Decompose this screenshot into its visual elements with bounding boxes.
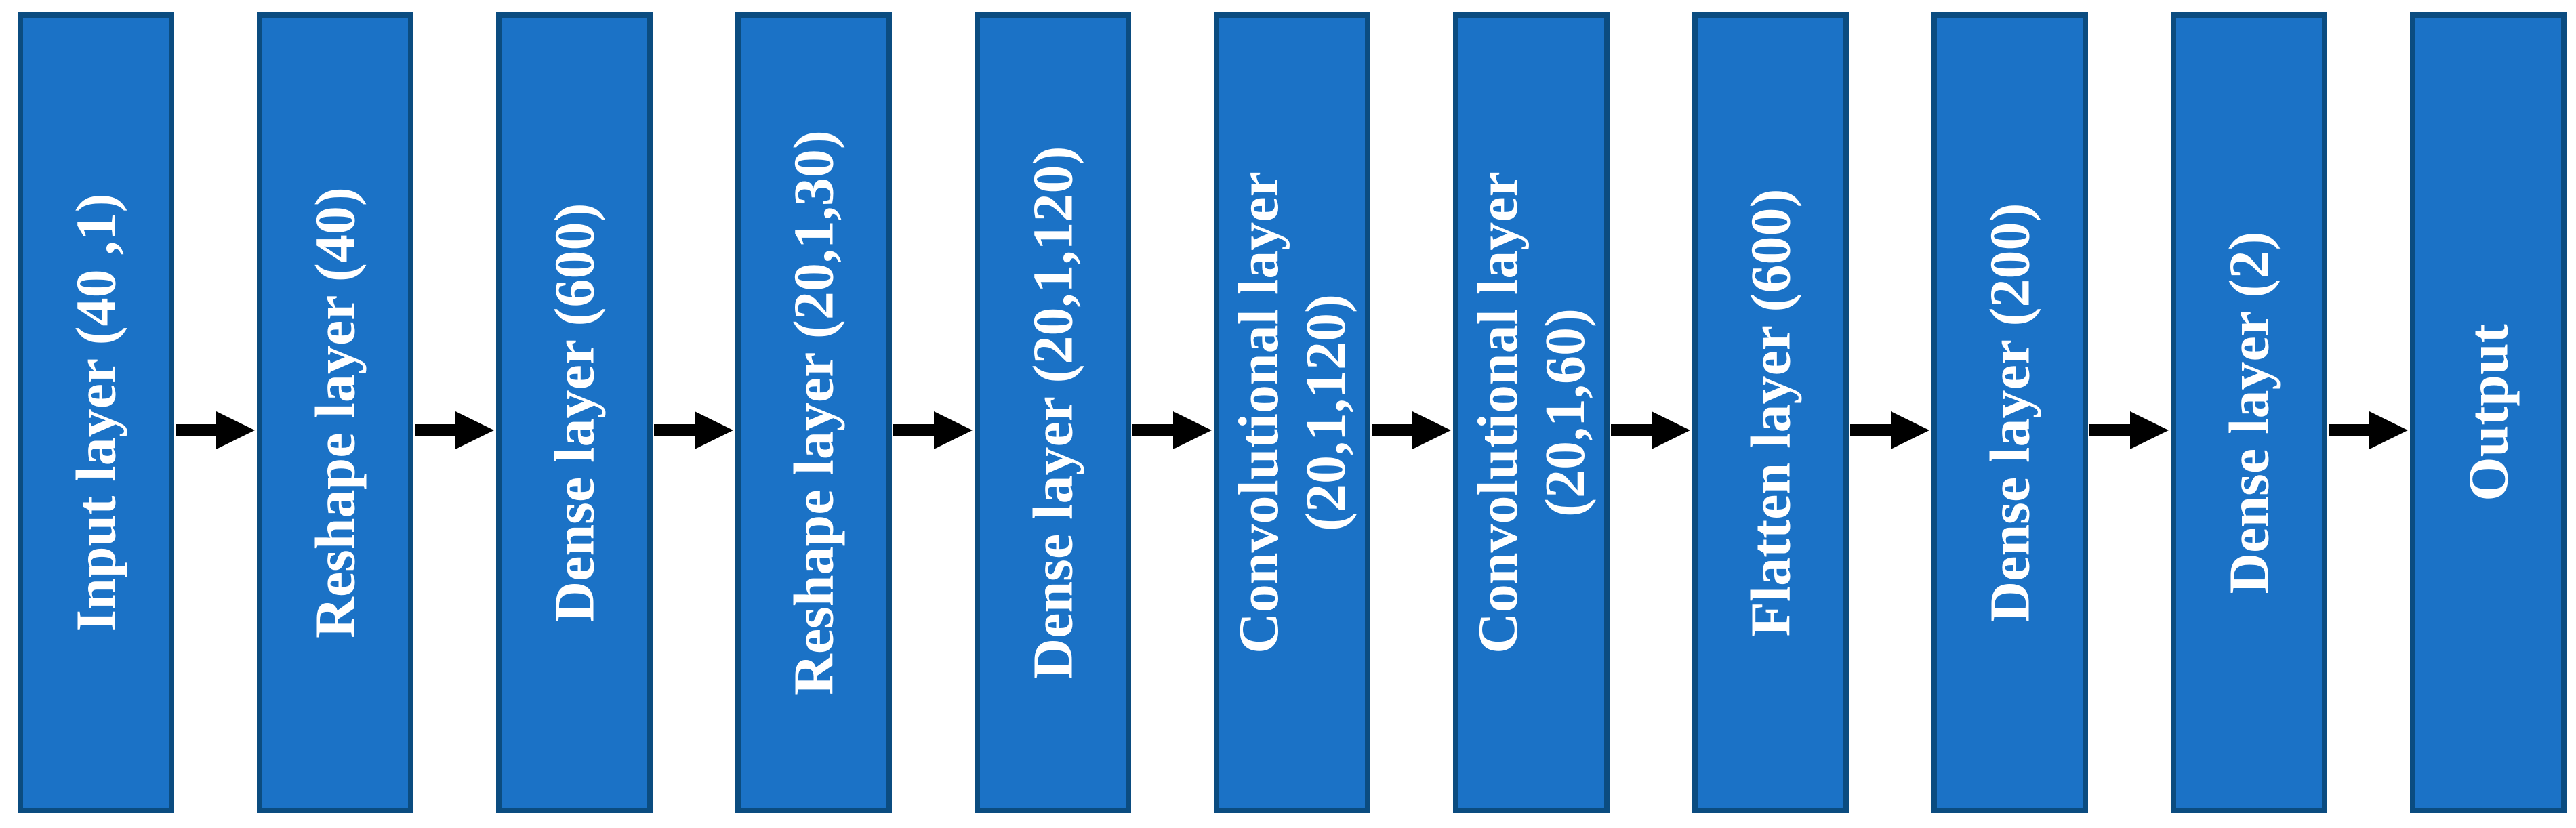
- layer-label-line: Dense layer (200): [1978, 203, 2041, 623]
- layer-block-output: Output: [2410, 12, 2567, 813]
- layer-label: Dense layer (2): [2215, 232, 2283, 594]
- layer-label: Convolutional layer (20,1,60): [1464, 171, 1598, 654]
- layer-block-dense-20-1-120: Dense layer (20,1,120): [975, 12, 1131, 813]
- layer-label: Output: [2455, 324, 2522, 501]
- layer-label-line: Convolutional layer: [1227, 171, 1290, 654]
- layer-label: Dense layer (20,1,120): [1019, 146, 1086, 680]
- layer-label-line: Flatten layer (600): [1738, 188, 1802, 637]
- layer-block-dense-200: Dense layer (200): [1931, 12, 2088, 813]
- layer-label-line: Reshape layer (40): [303, 187, 367, 638]
- layer-label-line: Dense layer (20,1,120): [1021, 146, 1084, 680]
- arrow-right-icon: [2329, 411, 2408, 449]
- layer-block-dense-2: Dense layer (2): [2171, 12, 2327, 813]
- layer-block-flatten-600: Flatten layer (600): [1692, 12, 1849, 813]
- layer-label: Reshape layer (20,1,30): [780, 130, 847, 695]
- layer-label: Flatten layer (600): [1737, 189, 1804, 637]
- arrow-right-icon: [1611, 411, 1690, 449]
- layer-label-line: Dense layer (2): [2217, 231, 2281, 594]
- layer-block-reshape-20-1-30: Reshape layer (20,1,30): [735, 12, 892, 813]
- layer-block-conv-20-1-120: Convolutional layer (20,1,120): [1214, 12, 1370, 813]
- layer-block-reshape-40: Reshape layer (40): [257, 12, 413, 813]
- layer-label: Dense layer (200): [1976, 203, 2043, 623]
- arrow-right-icon: [2089, 411, 2169, 449]
- layer-label: Dense layer (600): [541, 203, 608, 623]
- layer-label-line: Reshape layer (20,1,30): [781, 130, 845, 695]
- arrow-right-icon: [176, 411, 255, 449]
- layer-block-dense-600: Dense layer (600): [496, 12, 653, 813]
- layer-label-line: Convolutional layer: [1466, 171, 1530, 654]
- layer-label: Reshape layer (40): [302, 187, 369, 638]
- layer-label-line: (20,1,120): [1294, 294, 1357, 531]
- layer-block-input: Input layer (40 ,1): [18, 12, 174, 813]
- arrow-right-icon: [1850, 411, 1929, 449]
- layer-label-line: Dense layer (600): [542, 203, 606, 623]
- layer-label: Convolutional layer (20,1,120): [1225, 171, 1359, 654]
- layer-label-line: (20,1,60): [1533, 308, 1597, 517]
- arrow-right-icon: [415, 411, 494, 449]
- layer-block-conv-20-1-60: Convolutional layer (20,1,60): [1453, 12, 1610, 813]
- layer-label-line: Output: [2456, 324, 2520, 501]
- arrow-right-icon: [893, 411, 973, 449]
- arrow-right-icon: [654, 411, 733, 449]
- arrow-right-icon: [1132, 411, 1212, 449]
- layer-label-line: Input layer (40 ,1): [64, 193, 127, 632]
- arrow-right-icon: [1372, 411, 1451, 449]
- layer-label: Input layer (40 ,1): [62, 193, 129, 632]
